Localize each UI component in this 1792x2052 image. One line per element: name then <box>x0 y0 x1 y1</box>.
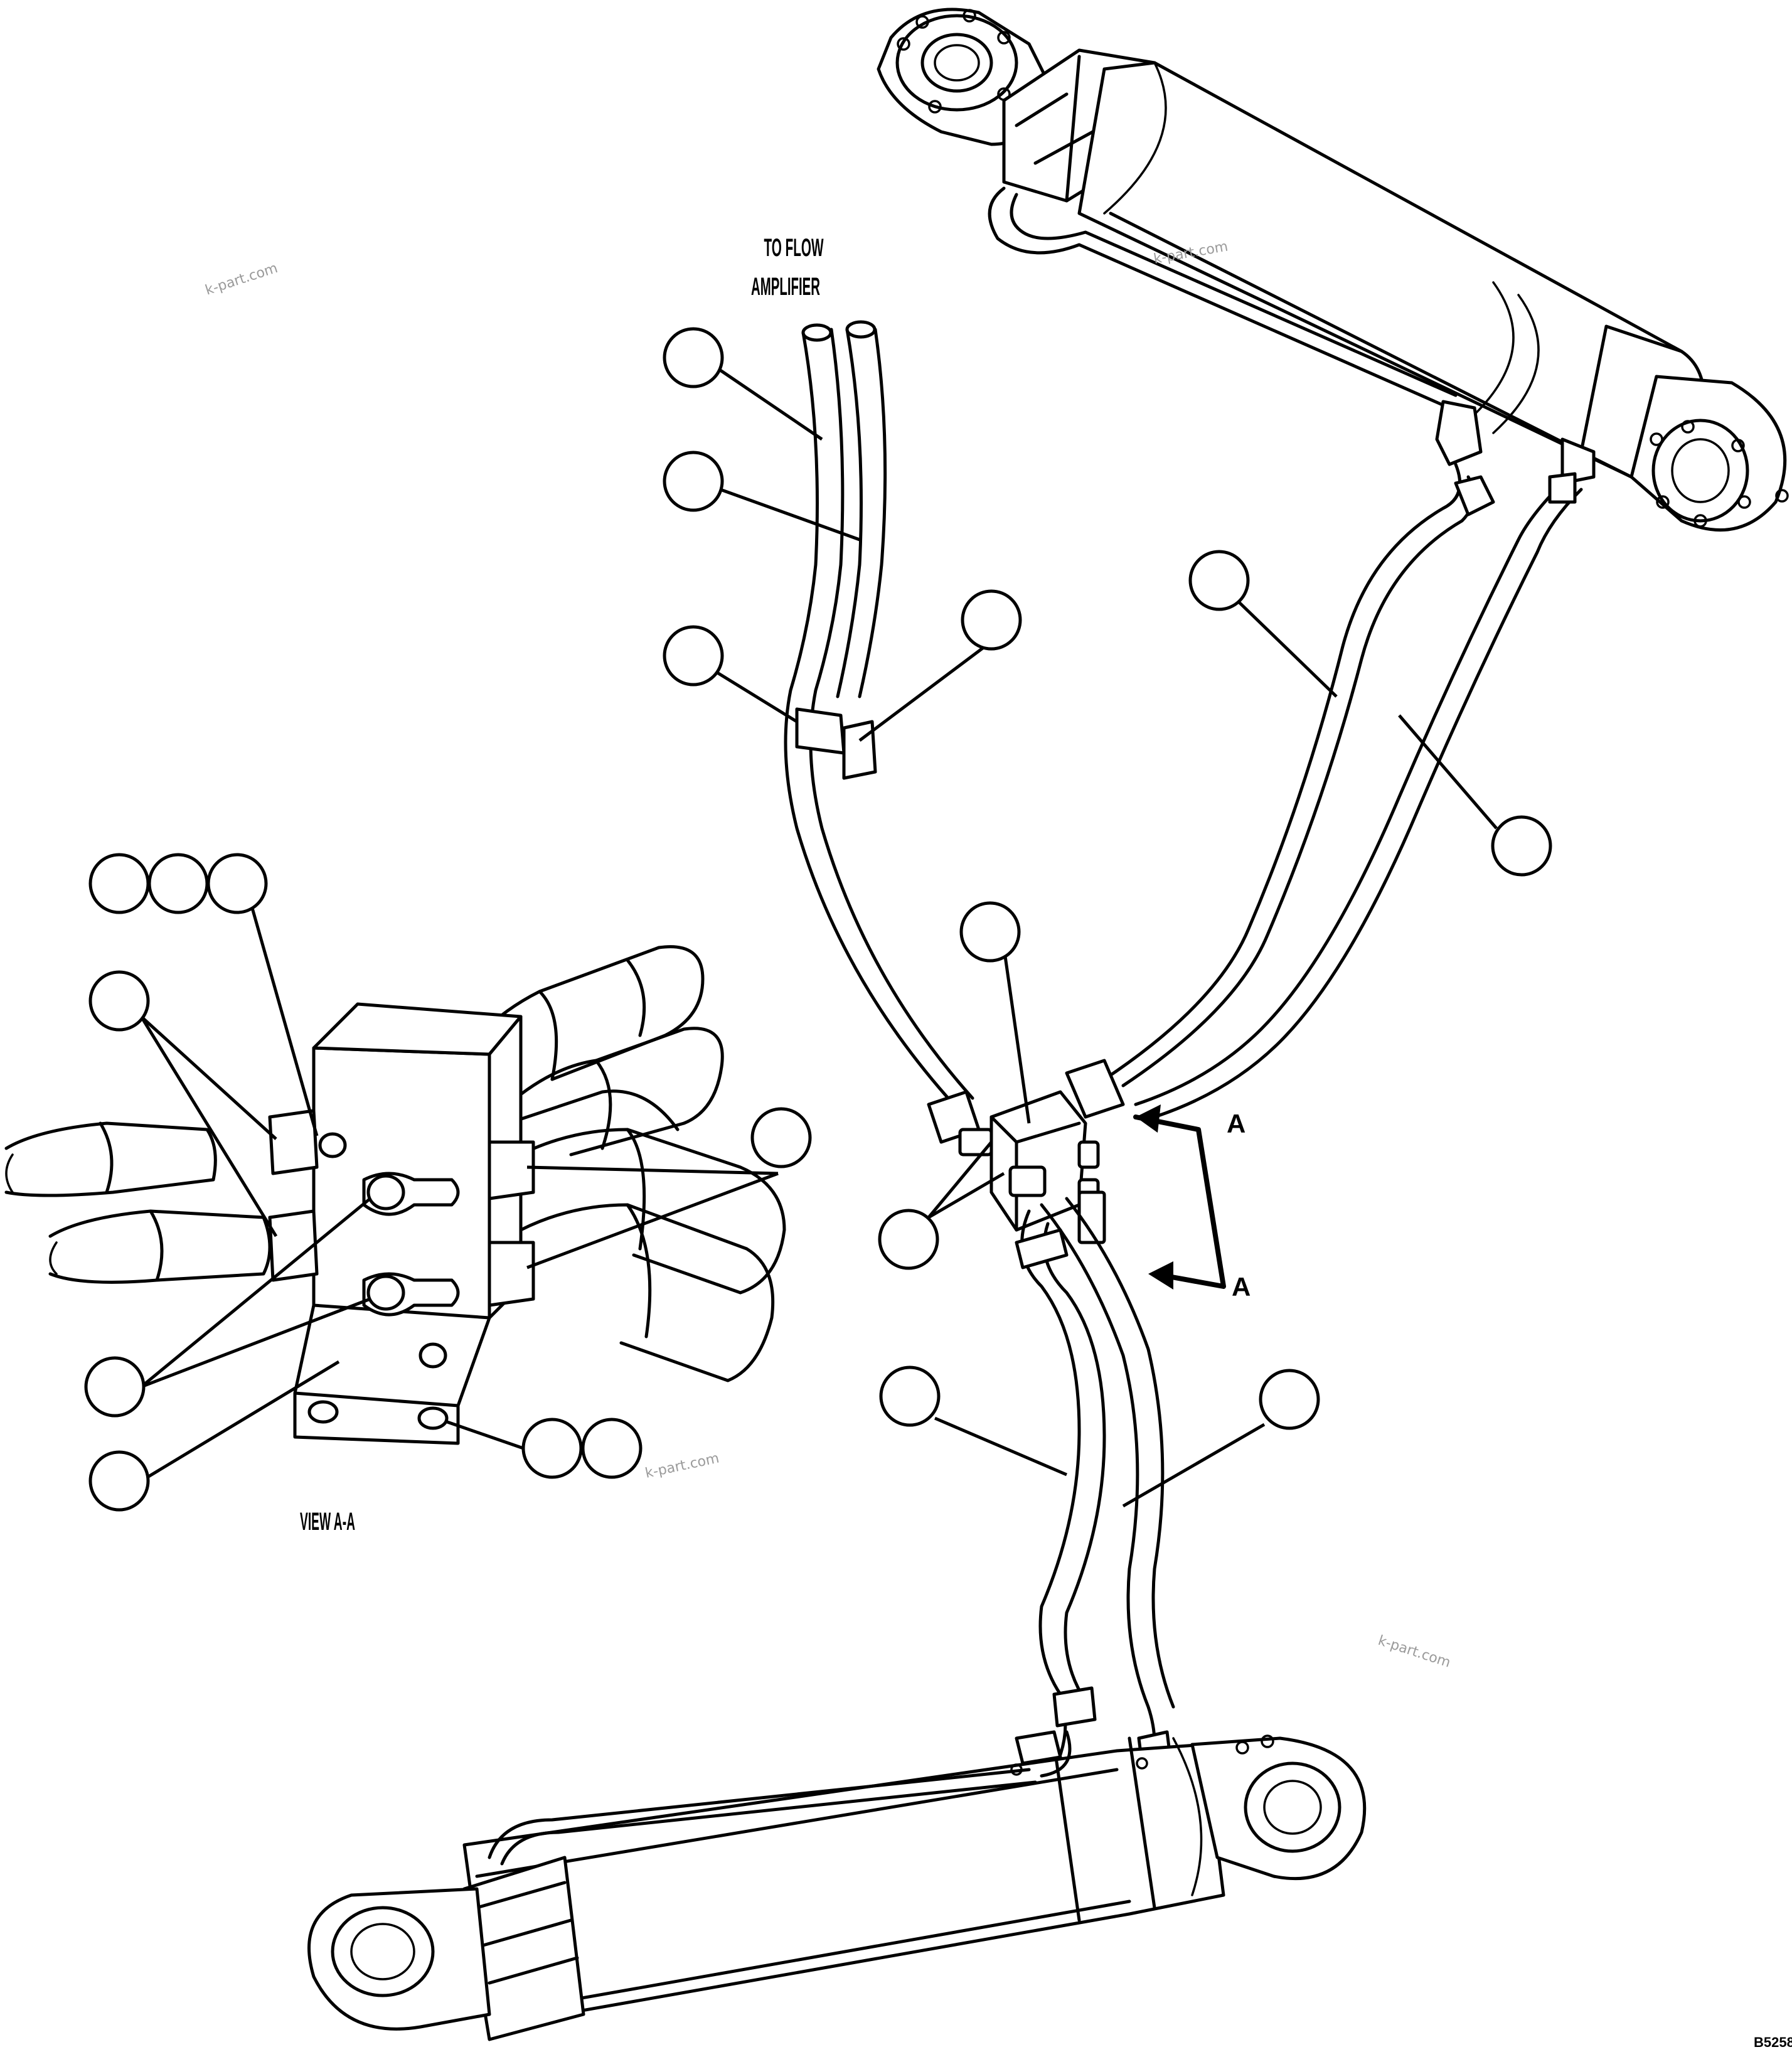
callout-bubble <box>879 1365 941 1427</box>
callout-bubble <box>959 901 1021 963</box>
lower-cylinder <box>307 1730 1367 2041</box>
upper-right-hoses <box>1065 462 1583 1119</box>
watermark: k-part.com <box>644 1451 720 1482</box>
drawing-number: B5258 <box>1754 2034 1792 2050</box>
section-a-upper-label: A <box>1227 1109 1245 1138</box>
callout-bubble <box>84 1356 146 1418</box>
callout-bubble <box>1188 550 1250 611</box>
callouts <box>84 327 1552 1512</box>
callout-bubble <box>521 1418 583 1479</box>
callout-bubble <box>206 853 268 914</box>
to-flow-label: TO FLOW <box>764 234 824 262</box>
callout-bubble <box>750 1107 812 1168</box>
callout-bubble <box>88 853 150 914</box>
callout-bubble <box>878 1209 939 1270</box>
amplifier-label: AMPLIFIER <box>751 273 820 301</box>
watermark: k-part.com <box>203 260 280 299</box>
section-a-lower-label: A <box>1232 1272 1251 1301</box>
callout-bubble <box>1491 815 1552 877</box>
callout-bubble <box>663 451 724 512</box>
view-a-a-detail <box>4 945 786 1445</box>
callout-bubble <box>663 625 724 687</box>
callout-bubble <box>581 1418 643 1479</box>
upper-cylinder <box>877 8 1789 532</box>
callout-bubble <box>961 589 1022 651</box>
watermarks: k-part.com k-part.com k-part.com k-part.… <box>203 238 1453 1670</box>
callout-bubble <box>147 853 209 914</box>
text-labels: TO FLOW AMPLIFIER VIEW A-A A A B5258 <box>300 234 1792 2050</box>
center-valve-block <box>958 1090 1106 1244</box>
flow-amplifier-hoses <box>784 320 981 1144</box>
lower-hoses <box>1015 1197 1175 1778</box>
section-a-arrows <box>1133 1104 1226 1290</box>
section-arrow-upper <box>1136 1104 1161 1133</box>
watermark: k-part.com <box>1376 1633 1453 1671</box>
callout-bubble <box>88 1450 150 1512</box>
leader-lines <box>139 368 1498 1508</box>
view-a-a-label: VIEW A-A <box>300 1508 355 1536</box>
callout-bubble <box>663 327 724 388</box>
callout-bubble <box>1259 1369 1320 1430</box>
callout-bubble <box>88 970 150 1032</box>
section-arrow-lower <box>1148 1261 1173 1290</box>
